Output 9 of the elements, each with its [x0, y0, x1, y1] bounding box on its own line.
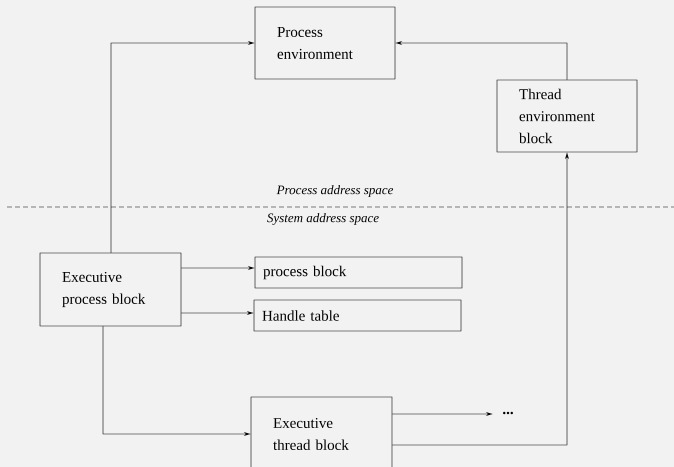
- region-label: System address space: [267, 213, 379, 225]
- process-box: Executive process block: [40, 252, 182, 326]
- process-box: Thread environment block: [496, 80, 638, 152]
- process-box: Handle table: [254, 300, 462, 332]
- process-box: process block: [254, 256, 462, 288]
- ellipsis-text: ...: [503, 412, 513, 414]
- process-box: Process environment: [254, 6, 396, 80]
- region-label: Process address space: [276, 185, 394, 197]
- process-box: Executive thread block: [250, 396, 392, 467]
